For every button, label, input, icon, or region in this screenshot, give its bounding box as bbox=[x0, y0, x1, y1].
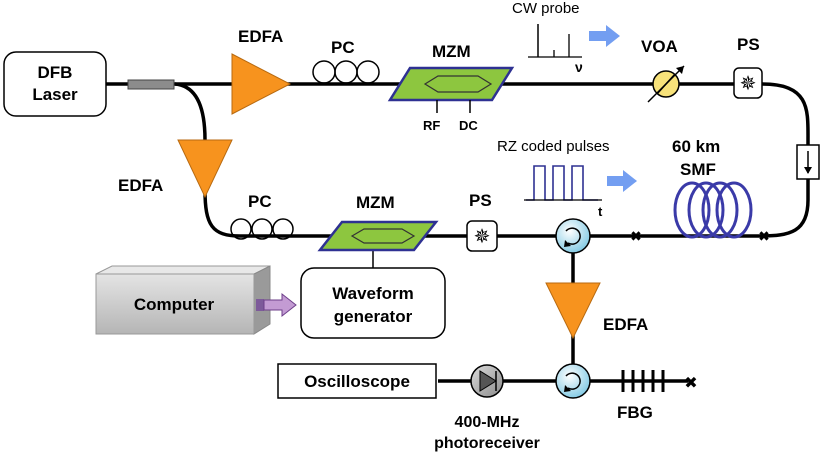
pc-bottom: PC bbox=[230, 192, 294, 240]
svg-text:✖: ✖ bbox=[758, 229, 770, 245]
smf-label-1: 60 km bbox=[672, 137, 720, 156]
t-label: t bbox=[598, 204, 603, 219]
cw-probe-inset: CW probe ν bbox=[512, 0, 620, 75]
dfb-label-1: DFB bbox=[38, 63, 73, 82]
cw-probe-arrow bbox=[589, 25, 620, 47]
waveform-label-1: Waveform bbox=[332, 284, 414, 303]
cw-probe-label: CW probe bbox=[512, 0, 580, 17]
rf-port-label: RF bbox=[423, 118, 440, 133]
pc-bottom-label: PC bbox=[248, 192, 272, 211]
ps-top: PS ✵ bbox=[733, 35, 763, 99]
photoreceiver: 400-MHz photoreceiver bbox=[434, 364, 540, 452]
dfb-label-2: Laser bbox=[32, 85, 78, 104]
rz-pulses-arrow bbox=[607, 170, 637, 192]
mzm-top-label: MZM bbox=[432, 42, 471, 61]
fbg: ✖ FBG bbox=[617, 370, 698, 422]
smf-spool: 60 km SMF bbox=[672, 137, 753, 239]
ps-mid-label: PS bbox=[469, 191, 492, 210]
edfa-bottom-label: EDFA bbox=[603, 315, 648, 334]
splice-marks: ✖ ✖ bbox=[630, 229, 770, 245]
ps-mid: PS ✵ bbox=[466, 191, 498, 252]
edfa-left-label: EDFA bbox=[118, 176, 163, 195]
connector-arrow bbox=[256, 292, 297, 318]
ps-top-star-icon: ✵ bbox=[740, 71, 757, 95]
circulator-bottom bbox=[555, 363, 591, 399]
waveform-generator: Waveform generator bbox=[300, 267, 446, 339]
edfa-top: EDFA bbox=[231, 27, 292, 115]
ps-mid-star-icon: ✵ bbox=[474, 224, 491, 248]
rz-pulses-label: RZ coded pulses bbox=[497, 138, 610, 155]
dfb-laser: DFB Laser bbox=[3, 51, 107, 117]
edfa-bottom: EDFA bbox=[545, 282, 648, 340]
mzm-bottom-label: MZM bbox=[356, 193, 395, 212]
mzm-top: MZM RF DC bbox=[387, 42, 515, 133]
fiber-coupler bbox=[127, 79, 175, 90]
fbg-label: FBG bbox=[617, 403, 653, 422]
computer: Computer bbox=[95, 265, 271, 335]
voa-label: VOA bbox=[641, 37, 678, 56]
circulator-top bbox=[555, 218, 591, 254]
edfa-top-label: EDFA bbox=[238, 27, 283, 46]
oscilloscope-label: Oscilloscope bbox=[304, 372, 410, 391]
mzm-bottom: MZM bbox=[317, 193, 439, 252]
photoreceiver-label-2: photoreceiver bbox=[434, 435, 540, 452]
pc-top: PC bbox=[312, 38, 380, 84]
right-loop-fiber bbox=[590, 82, 810, 238]
fbg-end-mark: ✖ bbox=[684, 373, 697, 392]
oscilloscope: Oscilloscope bbox=[277, 363, 437, 399]
photoreceiver-label-1: 400-MHz bbox=[455, 414, 520, 431]
computer-label: Computer bbox=[134, 295, 215, 314]
isolator bbox=[796, 144, 820, 180]
nu-label: ν bbox=[575, 59, 583, 75]
svg-text:✖: ✖ bbox=[630, 229, 642, 245]
rz-pulses-inset: RZ coded pulses t bbox=[497, 138, 637, 219]
ps-top-label: PS bbox=[737, 35, 760, 54]
dc-port-label: DC bbox=[459, 118, 478, 133]
edfa-left: EDFA bbox=[118, 139, 233, 199]
branch-fiber bbox=[174, 82, 207, 141]
bottom-fiber bbox=[203, 189, 556, 238]
smf-label-2: SMF bbox=[680, 160, 716, 179]
voa: VOA bbox=[641, 37, 685, 103]
pc-top-label: PC bbox=[331, 38, 355, 57]
waveform-label-2: generator bbox=[334, 307, 413, 326]
